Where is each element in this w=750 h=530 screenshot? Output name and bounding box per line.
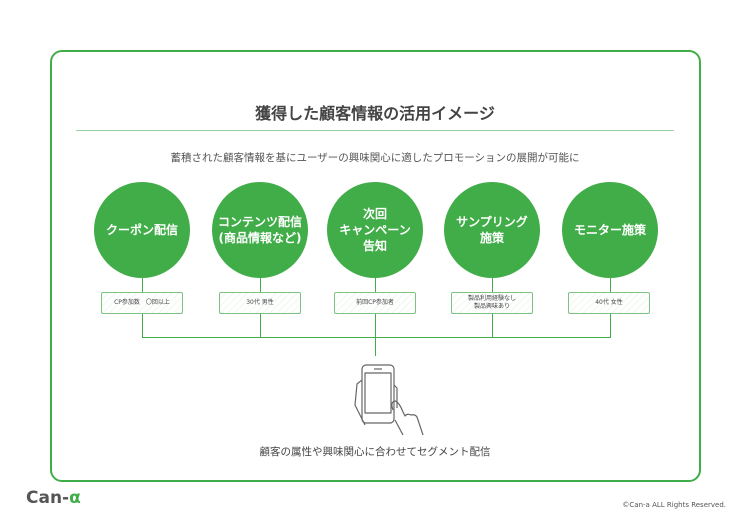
logo: Can-α	[26, 488, 81, 508]
connector	[142, 337, 611, 338]
page-title: 獲得した顧客情報の活用イメージ	[255, 104, 495, 123]
smartphone-hand-icon	[354, 364, 424, 435]
promotion-circle: サンプリング 施策	[444, 182, 540, 278]
diagram-frame	[50, 50, 701, 482]
bottom-caption: 顧客の属性や興味関心に合わせてセグメント配信	[259, 446, 491, 458]
logo-accent: α	[69, 488, 81, 508]
segment-tag: 製品利用経験なし 製品興味あり	[451, 292, 533, 314]
title-divider	[76, 130, 674, 131]
subtitle: 蓄積された顧客情報を基にユーザーの興味関心に適したプロモーションの展開が可能に	[170, 152, 580, 164]
segment-tag: 30代 男性	[219, 292, 301, 314]
segment-tag: CP参加数 〇回以上	[101, 292, 183, 314]
logo-main: Can-	[26, 488, 70, 508]
segment-tag: 前回CP参加者	[334, 292, 416, 314]
promotion-circle: クーポン配信	[94, 182, 190, 278]
copyright: ©Can-a ALL Rights Reserved.	[622, 501, 726, 509]
connector	[375, 278, 376, 356]
segment-tag: 40代 女性	[568, 292, 650, 314]
promotion-circle: コンテンツ配信 (商品情報など)	[212, 182, 308, 278]
promotion-circle: 次回 キャンペーン 告知	[327, 182, 423, 278]
promotion-circle: モニター施策	[562, 182, 658, 278]
